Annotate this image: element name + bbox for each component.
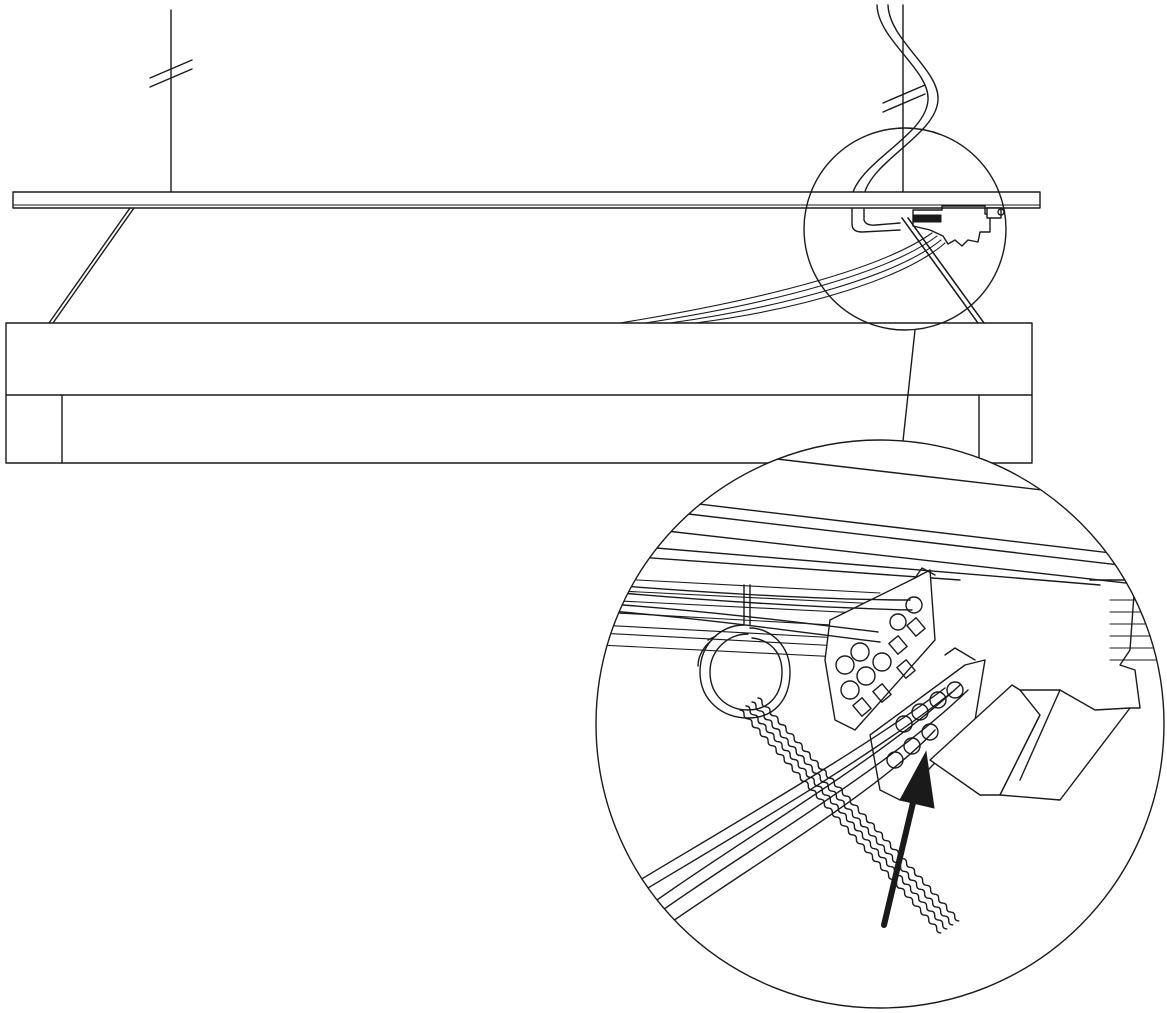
suspension-wire-right-lower bbox=[901, 217, 985, 324]
ceiling-plate bbox=[12, 191, 1041, 209]
mounting-rail bbox=[599, 577, 881, 659]
indicator-arrow bbox=[881, 750, 935, 928]
terminal-block-small bbox=[912, 205, 1005, 247]
suspension-wire-right bbox=[901, 217, 985, 324]
suspension-wire-left bbox=[48, 207, 135, 324]
feed-wires bbox=[609, 584, 913, 643]
suspension-hook bbox=[697, 584, 791, 719]
break-mark bbox=[149, 59, 193, 79]
callout-leader bbox=[902, 329, 916, 442]
detail-callout-large bbox=[595, 439, 1165, 1009]
luminaire-housing bbox=[5, 322, 1033, 464]
break-mark bbox=[882, 84, 926, 104]
ceiling-rod-right bbox=[882, 4, 926, 193]
detail-callout-small bbox=[803, 127, 1007, 331]
supply-wires bbox=[639, 684, 969, 931]
ceiling-rod-left bbox=[149, 9, 193, 193]
power-cable bbox=[851, 4, 939, 233]
mounting-bracket bbox=[929, 579, 1164, 801]
internal-wires bbox=[619, 232, 946, 324]
